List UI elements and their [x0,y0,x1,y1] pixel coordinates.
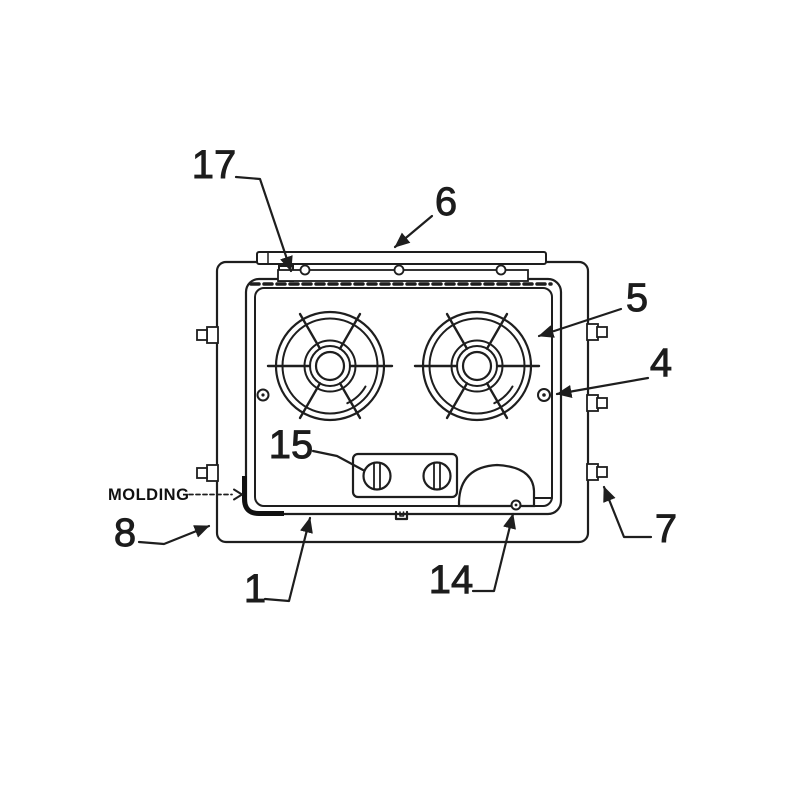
dome-cover [457,463,536,508]
burner-simmer-arc [346,385,367,405]
callout-7-label: 7 [655,507,677,551]
lid-rail [256,251,547,265]
callout-1-leader [263,516,313,603]
hinge-pin-2 [393,264,405,276]
mounting-clip-left-lower [196,464,219,482]
callout-8-label: 8 [114,511,136,555]
burner-spokes [266,312,394,420]
callout-15-leader [311,449,365,472]
callout-1-label: 1 [244,567,266,611]
hinge-pin-3 [495,264,507,276]
burner-left [266,310,394,422]
mounting-clip-left-upper [196,326,219,344]
callout-8-leader [137,524,211,546]
burner-knob-left [362,461,392,491]
callout-4-leader [555,376,650,398]
callout-14-leader [471,512,516,593]
mounting-clip-right-upper [586,323,608,341]
callout-17-leader [234,175,293,273]
callout-14-label: 14 [429,558,474,602]
panel-screw-left [256,388,270,402]
cooktop-panel-inner [254,287,553,507]
callout-6-label: 6 [435,180,457,224]
mounting-clip-right-lower [586,463,608,481]
mounting-clip-right-middle [586,394,608,412]
bottom-tab [394,510,409,521]
molding-label: MOLDING [108,486,189,504]
burner-knob-right [422,461,452,491]
callout-7-leader [602,485,653,539]
panel-screw-right [537,388,551,402]
callout-5-leader [537,307,623,338]
hinge-pin-1 [299,264,311,276]
panel-screw-bottom [510,499,522,511]
callout-5-label: 5 [626,276,648,320]
molding-pointer [188,488,243,501]
burner-cap [314,350,346,382]
callout-15-label: 15 [269,423,314,467]
callout-6-leader [393,214,434,249]
callout-4-label: 4 [650,341,672,385]
molding-trim [242,476,284,516]
molding-arrowhead-icon [233,488,243,501]
callout-17-label: 17 [192,143,237,187]
